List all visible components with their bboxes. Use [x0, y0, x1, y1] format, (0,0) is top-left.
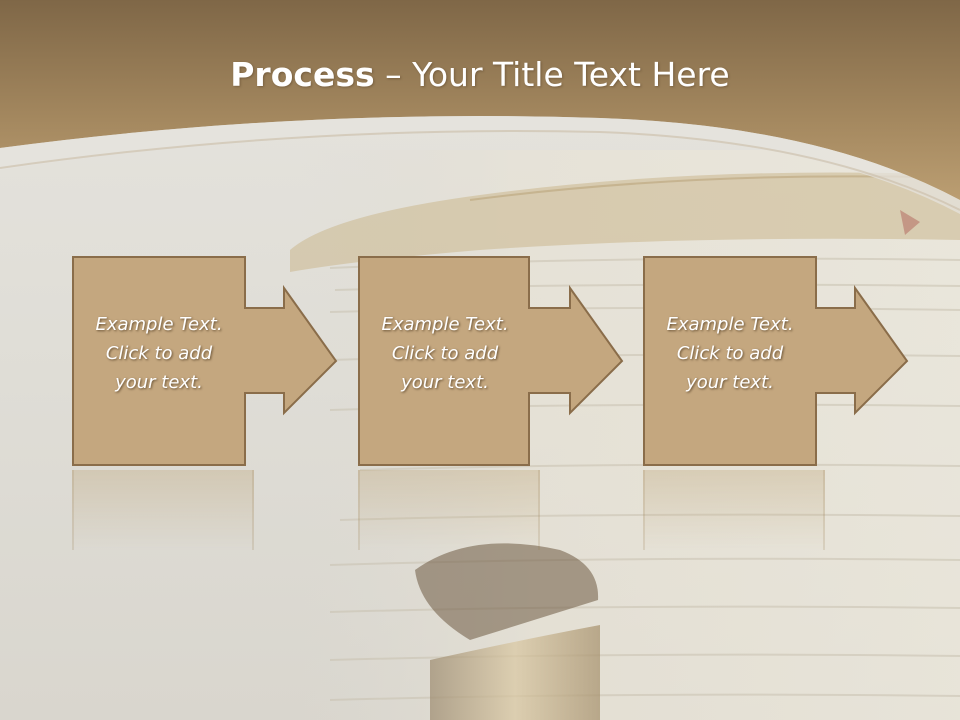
process-step-2[interactable]: Example Text. Click to add your text. — [358, 256, 624, 466]
slide-title[interactable]: Process – Your Title Text Here — [0, 52, 960, 98]
step-text[interactable]: Example Text. Click to add your text. — [381, 314, 509, 393]
title-rest-text: – Your Title Text Here — [374, 55, 730, 94]
title-bold-text: Process — [230, 55, 375, 94]
step-arrow-shape — [643, 256, 909, 466]
step-text[interactable]: Example Text. Click to add your text. — [666, 314, 794, 393]
step-arrow-shape — [358, 256, 624, 466]
process-step-1[interactable]: Example Text. Click to add your text. — [72, 256, 338, 466]
process-step-3[interactable]: Example Text. Click to add your text. — [643, 256, 909, 466]
step-arrow-shape — [72, 256, 338, 466]
step-text[interactable]: Example Text. Click to add your text. — [95, 314, 223, 393]
